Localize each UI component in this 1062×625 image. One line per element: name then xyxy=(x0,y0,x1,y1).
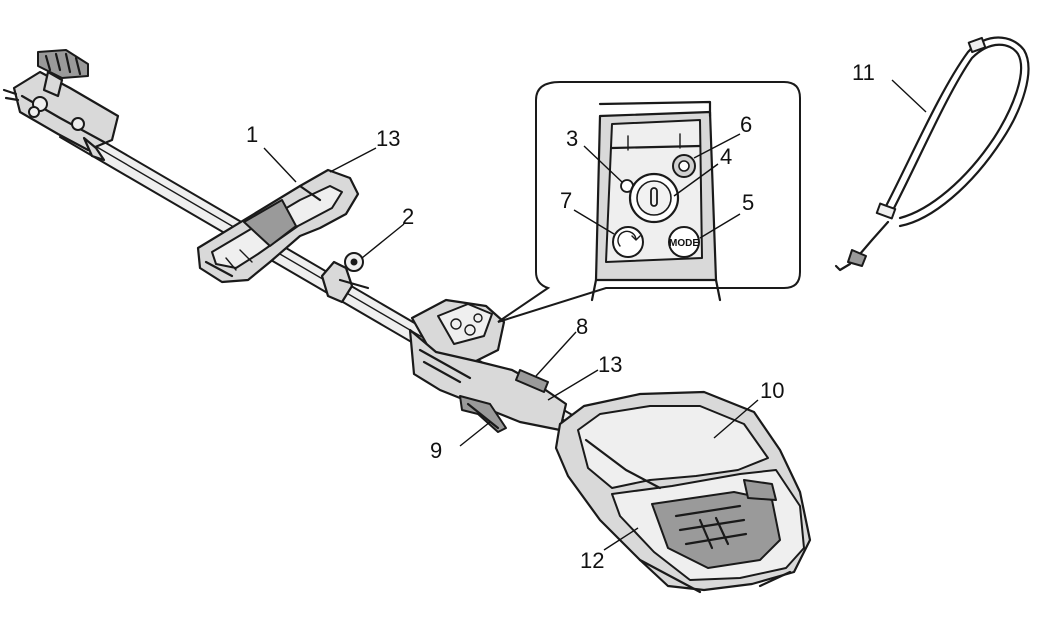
motor-housing xyxy=(554,390,812,594)
callout-7: 7 xyxy=(560,188,573,213)
switch-box xyxy=(410,298,506,366)
callout-11: 11 xyxy=(852,60,875,85)
callout-12: 12 xyxy=(580,548,605,573)
front-handle xyxy=(196,168,360,284)
rear-grip xyxy=(408,328,568,433)
callout-13-upper: 13 xyxy=(376,126,401,151)
shoulder-strap xyxy=(834,36,1030,272)
shaft-head-coupler xyxy=(2,49,120,162)
callout-5: 5 xyxy=(742,190,755,215)
callout-1: 1 xyxy=(246,122,259,147)
shaft-clamp xyxy=(320,252,370,304)
callout-6: 6 xyxy=(740,112,753,137)
callout-10: 10 xyxy=(760,378,785,403)
mode-button-label: MODE xyxy=(669,238,699,249)
leader-lines xyxy=(263,79,927,551)
callout-2: 2 xyxy=(402,204,415,229)
control-panel-zoom: MODE xyxy=(497,81,801,323)
callout-4: 4 xyxy=(720,144,733,169)
callout-9: 9 xyxy=(430,438,443,463)
callout-13-lower: 13 xyxy=(598,352,623,377)
callout-8: 8 xyxy=(576,314,589,339)
callout-3: 3 xyxy=(566,126,579,151)
